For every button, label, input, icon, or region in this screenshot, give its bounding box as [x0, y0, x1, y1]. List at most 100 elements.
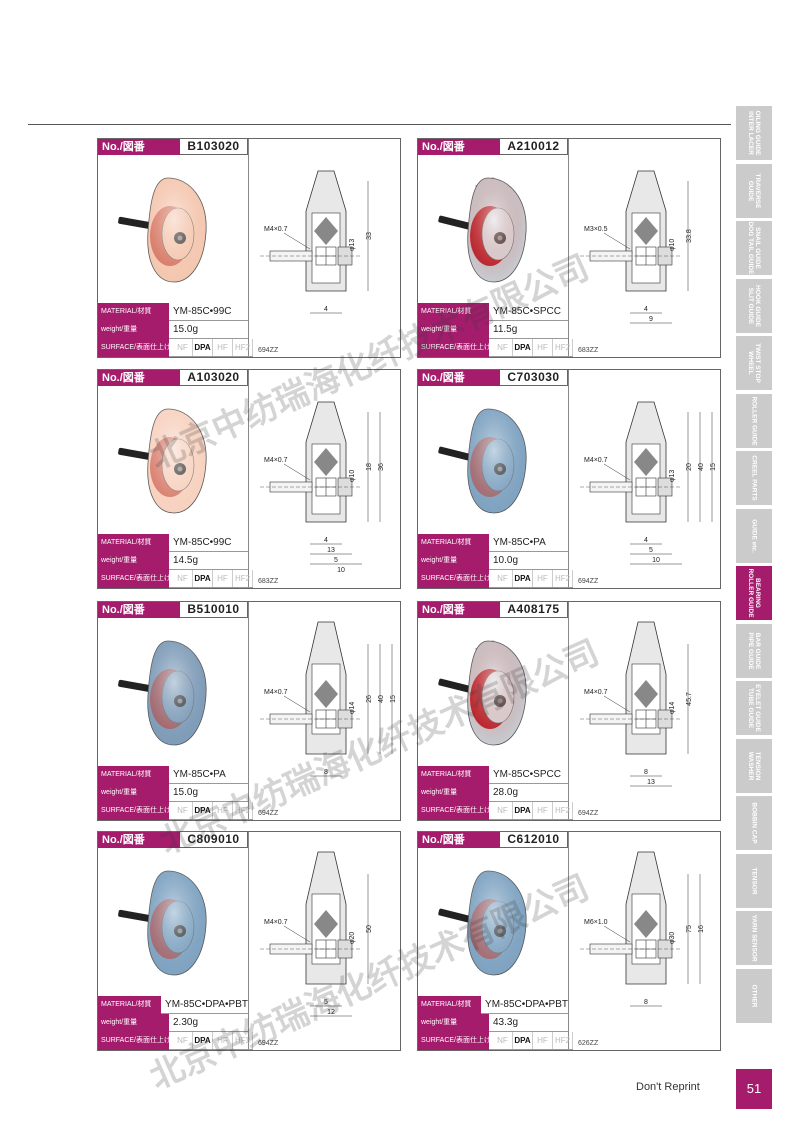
side-tab[interactable]: OILING GUIDE INTER LACER	[736, 106, 772, 163]
surface-label: SURFACE/表面仕上げ	[98, 570, 171, 588]
surface-option: DPA	[193, 802, 213, 819]
diameter-dim: φ13	[349, 239, 356, 251]
side-tab[interactable]: SNAIL GUIDE DOG TAIL GUIDE	[736, 221, 772, 278]
surface-option: HF2	[233, 802, 253, 819]
thread-spec: M4×0.7	[264, 226, 288, 233]
column-divider	[248, 370, 249, 588]
number-label: No./図番	[98, 139, 180, 155]
dim-vertical-0: 75	[686, 925, 693, 933]
technical-drawing: M4×0.7 φ14 45.7 8 13	[580, 621, 693, 787]
weight-label: weight/重量	[98, 1014, 169, 1032]
surface-label: SURFACE/表面仕上げ	[418, 802, 491, 820]
side-tab[interactable]: OTHER	[736, 968, 772, 1026]
dim-vertical-0: 26	[366, 695, 373, 703]
thread-spec: M4×0.7	[264, 457, 288, 464]
drawing-area: M4×0.7 φ20 50 5 12	[250, 834, 400, 1034]
dim-vertical-2: 15	[390, 695, 397, 703]
thread-spec: M3×0.5	[584, 226, 608, 233]
weight-label: weight/重量	[98, 552, 169, 570]
weight-label: weight/重量	[98, 784, 169, 802]
dim-vertical-0: 33	[366, 232, 373, 240]
product-photo	[438, 640, 527, 746]
dim-horizontal-0: 5	[324, 999, 328, 1006]
dim-vertical-0: 50	[366, 925, 373, 933]
dim-vertical-1: 36	[378, 463, 385, 471]
dim-horizontal-1: 5	[649, 547, 653, 554]
side-tab[interactable]: EYELET GUIDE TUBE GUIDE	[736, 681, 772, 738]
surface-option: NF	[173, 339, 193, 356]
weight-value: 10.0g	[489, 552, 568, 570]
dim-vertical-0: 18	[366, 463, 373, 471]
side-tab[interactable]: BOBBIN CAP	[736, 796, 772, 853]
surface-option: HF	[213, 1032, 233, 1049]
diameter-dim: φ10	[669, 239, 676, 251]
photo-area	[418, 156, 568, 305]
product-photo	[118, 870, 207, 976]
dim-horizontal-0: 8	[644, 999, 648, 1006]
side-tab[interactable]: TWIST STOP WHEEL	[736, 336, 772, 393]
surface-option: DPA	[193, 339, 213, 356]
weight-value: 28.0g	[489, 784, 568, 802]
material-label: MATERIAL/材質	[98, 534, 169, 552]
weight-value: 15.0g	[169, 321, 248, 339]
side-tab[interactable]: BAR GUIDE PIPE GUIDE	[736, 623, 772, 681]
side-tab-label: OTHER	[750, 984, 758, 1007]
side-tab[interactable]: CREEL PARTS	[736, 451, 772, 508]
side-tab[interactable]: ROLLER GUIDE	[736, 393, 772, 451]
side-tab-label: HOOK GUIDE SLIT GUIDE	[747, 284, 761, 327]
technical-drawing: M3×0.5 φ10 33.8 4 9	[580, 170, 693, 324]
column-divider	[568, 139, 569, 357]
side-tab[interactable]: HOOK GUIDE SLIT GUIDE	[736, 278, 772, 336]
diameter-dim: φ20	[349, 932, 356, 944]
surface-option: NF	[493, 339, 513, 356]
technical-drawing: M4×0.7 φ13 20 40 15 4 5 10	[580, 401, 717, 565]
side-tab[interactable]: TENSOR	[736, 853, 772, 911]
surface-option: HF	[533, 570, 553, 587]
dim-horizontal-1: 13	[327, 547, 335, 554]
side-tab[interactable]: TRAVERSE GUIDE	[736, 163, 772, 221]
weight-value: 14.5g	[169, 552, 248, 570]
side-tab[interactable]: BEARING ROLLER GUIDE	[736, 566, 772, 623]
diameter-dim: φ14	[349, 702, 356, 714]
side-tab[interactable]: YARN SENSOR	[736, 911, 772, 968]
diameter-dim: φ10	[349, 470, 356, 482]
part-number: A103020	[180, 370, 248, 386]
dim-vertical-1: 40	[378, 695, 385, 703]
bearing-code: 694ZZ	[258, 347, 279, 354]
product-photo	[438, 870, 527, 976]
side-tab[interactable]: TENSION WASHER	[736, 738, 772, 796]
dim-vertical-1: 40	[698, 463, 705, 471]
technical-drawing: M4×0.7 φ13 33 4	[260, 170, 373, 314]
page-number: 51	[736, 1069, 772, 1109]
side-tab-label: TWIST STOP WHEEL	[747, 343, 761, 383]
photo-area	[418, 619, 568, 768]
part-number: A408175	[500, 602, 568, 618]
surface-option: HF2	[553, 570, 573, 587]
material-value: YM-85C•99C	[169, 303, 248, 321]
photo-area	[98, 387, 248, 536]
side-tab[interactable]: GUIDE etc.	[736, 508, 772, 566]
material-value: YM-85C•PA	[169, 766, 248, 784]
drawing-area: M4×0.7 φ10 18 36 4 13 5 10	[250, 372, 400, 575]
weight-label: weight/重量	[418, 1014, 489, 1032]
dim-horizontal-1: 9	[649, 316, 653, 323]
